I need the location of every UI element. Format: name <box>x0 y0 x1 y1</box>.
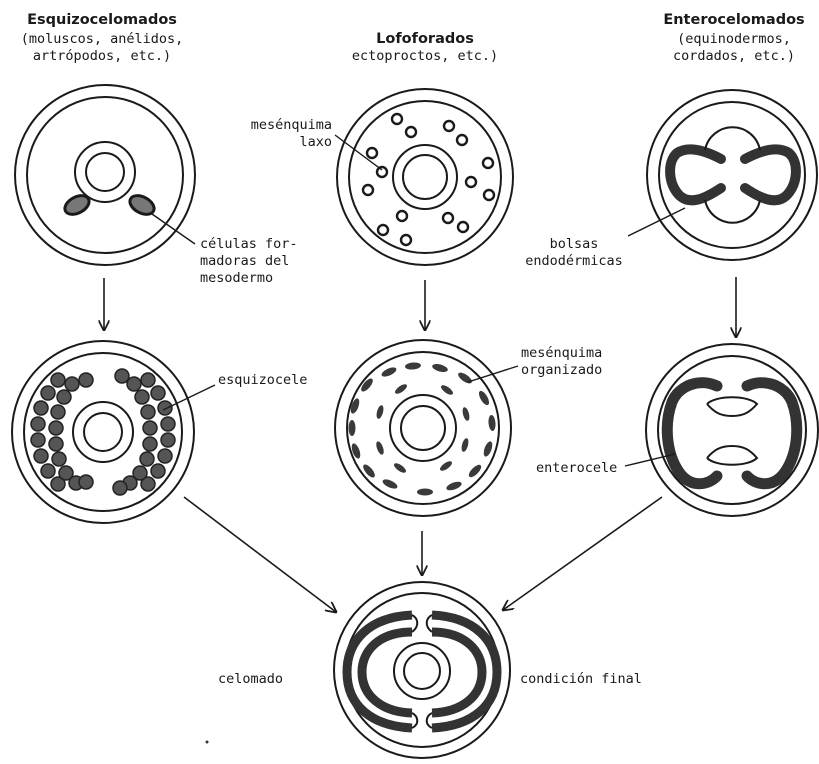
arrow-esquizo-to-final <box>184 497 336 612</box>
arrow-entero-to-final <box>503 497 662 610</box>
embryo-enterocoel-early <box>647 90 817 260</box>
embryo-enterocoel <box>646 344 818 516</box>
leader-lines <box>152 135 685 466</box>
title-esquizocelomados: Esquizocelomados <box>2 12 202 29</box>
speck <box>206 741 209 744</box>
examples-esquizocelomados-2: artrópodos, etc.) <box>0 48 212 65</box>
label-bolsas-1: bolsas <box>514 236 634 253</box>
label-mesenquima-organizado-2: organizado <box>521 362 602 379</box>
label-mesenquima-laxo-2: laxo <box>200 134 332 151</box>
examples-enterocelomados-1: (equinodermos, <box>634 31 819 48</box>
embryo-mesenchyme-loose <box>337 89 513 265</box>
label-mesenquima-laxo-1: mesénquima <box>200 117 332 134</box>
flow-arrows <box>104 277 736 612</box>
mesenchyme-cells-loose <box>363 114 494 245</box>
title-lofoforados: Lofoforados <box>335 31 515 48</box>
enterocoel-pouch-right <box>747 383 797 484</box>
schizocoel-cell-mass <box>31 369 175 495</box>
endodermal-pouch-left <box>670 149 721 200</box>
label-esquizocele: esquizocele <box>218 372 307 389</box>
label-condicion-final: condición final <box>520 671 642 688</box>
label-mesenquima-organizado-1: mesénquima <box>521 345 602 362</box>
embryo-mesenchyme-organized <box>335 340 511 516</box>
enterocoel-pouch-left <box>667 383 717 484</box>
title-enterocelomados: Enterocelomados <box>634 12 819 29</box>
endodermal-pouch-right <box>745 149 796 200</box>
label-celulas-formadoras-1: células for- <box>200 236 298 253</box>
label-celulas-formadoras-2: madoras del <box>200 253 289 270</box>
label-celomado: celomado <box>218 671 283 688</box>
examples-lofoforados: ectoproctos, etc.) <box>325 48 525 65</box>
embryo-schizocoel <box>12 341 194 523</box>
label-enterocele: enterocele <box>536 460 617 477</box>
embryo-schizocoel-early <box>15 85 195 265</box>
mesoderm-cell-left <box>62 192 92 218</box>
label-bolsas-2: endodérmicas <box>514 253 634 270</box>
label-celulas-formadoras-3: mesodermo <box>200 270 273 287</box>
examples-esquizocelomados-1: (moluscos, anélidos, <box>0 31 212 48</box>
embryo-coelomate-final <box>334 582 510 758</box>
mesenchyme-cells-organized <box>349 362 497 496</box>
examples-enterocelomados-2: cordados, etc.) <box>634 48 819 65</box>
